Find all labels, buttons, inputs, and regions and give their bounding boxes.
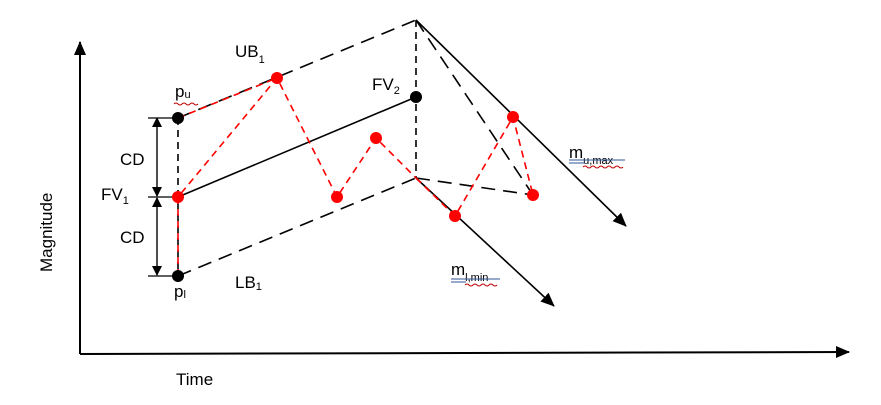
- lb1-label: LB1: [235, 273, 262, 293]
- lower-bound-line: [177, 177, 417, 277]
- red-point-high: [507, 111, 519, 123]
- pl-label: pl: [174, 282, 186, 301]
- red-point-end: [527, 189, 539, 201]
- red-point-low: [449, 210, 461, 222]
- m-lmin-label: ml,min: [451, 260, 488, 284]
- sample-path-right: [415, 114, 534, 218]
- y-axis-label: Magnitude: [37, 193, 56, 272]
- sample-path-upper-connector: [177, 77, 278, 119]
- red-point-mid: [370, 132, 382, 144]
- sample-path-left: [177, 76, 417, 276]
- lower-dashed-line: [415, 177, 534, 196]
- x-axis: [79, 346, 850, 359]
- point-fv2: [410, 91, 422, 103]
- m-umax-spell-underline: [582, 165, 624, 169]
- red-point-peak: [271, 72, 283, 84]
- cd-lower-label: CD: [120, 228, 145, 247]
- apex-dashed-line: [415, 19, 534, 196]
- point-pl: [172, 270, 184, 282]
- lower-slope-arrow: [415, 177, 555, 307]
- pu-label: pu: [175, 82, 191, 101]
- fv1-label: FV1: [101, 185, 129, 207]
- x-axis-label: Time: [176, 370, 213, 389]
- upper-slope-arrow: [415, 19, 627, 227]
- m-lmin-spell-underline: [464, 283, 498, 287]
- fv2-label: FV2: [372, 75, 400, 97]
- cd-upper-label: CD: [120, 150, 145, 169]
- red-point-dip: [331, 191, 343, 203]
- fv-trend-line: [177, 96, 417, 198]
- ub1-label: UB1: [235, 42, 265, 66]
- red-point-fv1: [172, 191, 184, 203]
- m-umax-label: mu,max: [569, 143, 614, 167]
- point-pu: [172, 112, 184, 124]
- pu-spell-underline: [173, 102, 199, 106]
